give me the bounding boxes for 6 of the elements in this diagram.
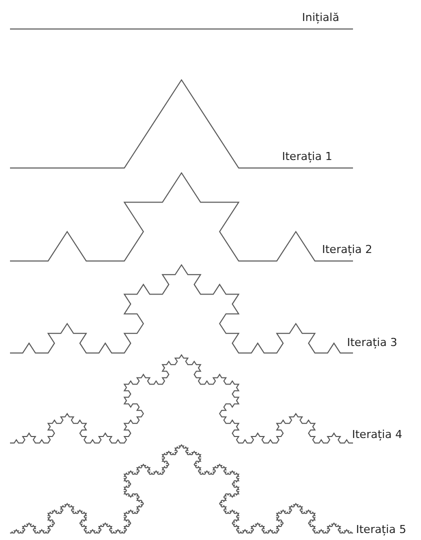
iteration-label: Iterația 2	[322, 243, 372, 256]
iteration-label: Iterația 5	[356, 523, 406, 536]
iteration-label: Inițială	[302, 11, 340, 24]
iteration-label: Iterația 4	[352, 428, 402, 441]
iteration-label: Iterația 3	[347, 336, 398, 349]
iteration-label: Iterația 1	[282, 150, 332, 163]
